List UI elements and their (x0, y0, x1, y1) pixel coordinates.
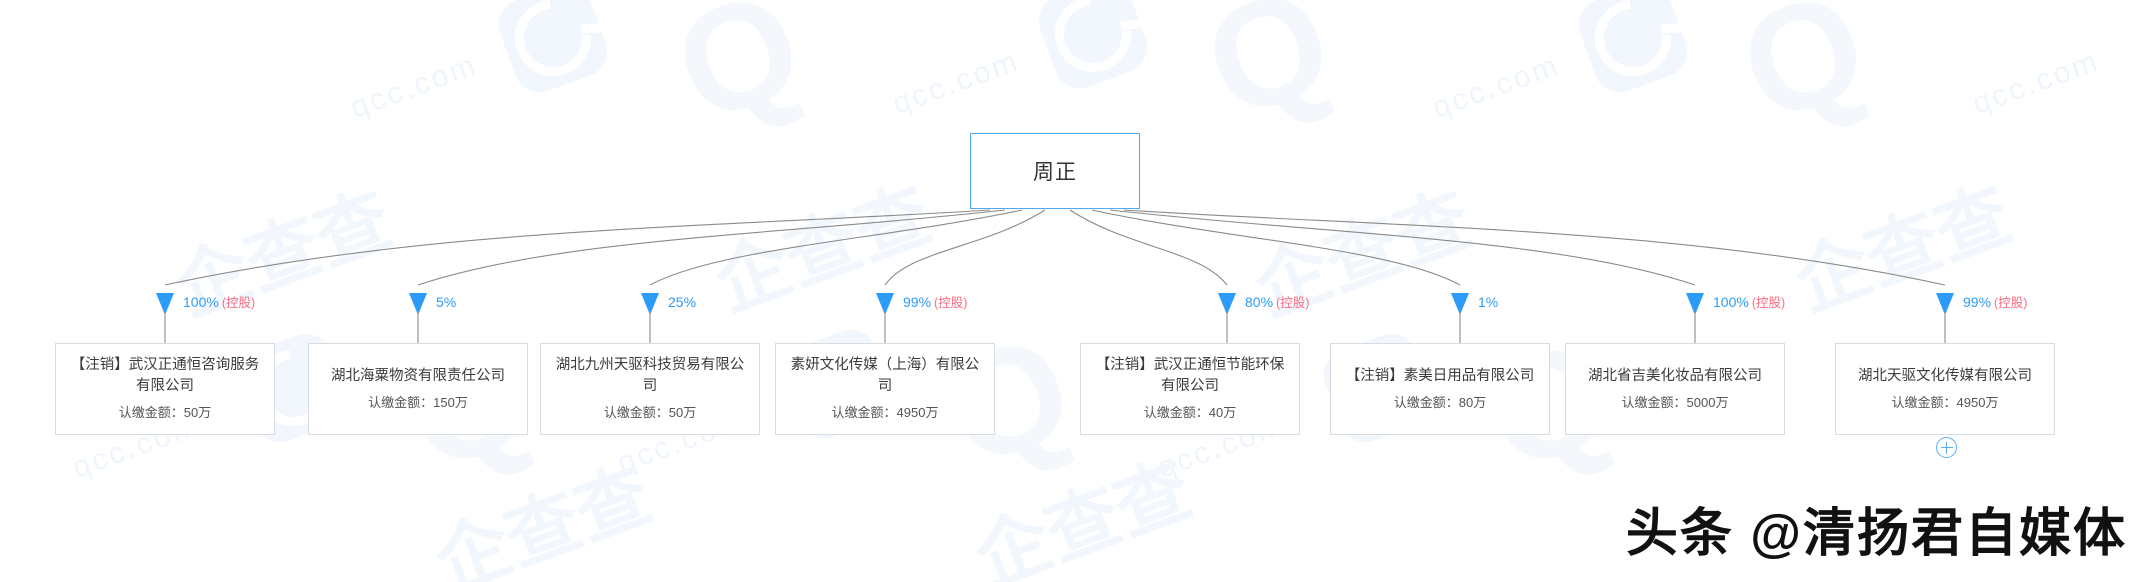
company-node-1[interactable]: 【注销】武汉正通恒咨询服务有限公司 认缴金额：50万 (55, 343, 275, 435)
edge-to-child-1 (164, 209, 991, 286)
edge-to-child-3 (649, 209, 1023, 286)
watermark-q-glyph: Q (654, 0, 822, 155)
percent-value: 100% (1713, 294, 1749, 310)
edge-percent-label-7: 100%(控股) (1713, 293, 1785, 312)
company-node-4[interactable]: 素妍文化传媒（上海）有限公司 认缴金额：4950万 (775, 343, 995, 435)
edge-to-child-4 (884, 209, 1046, 286)
edge-percent-label-4: 99%(控股) (903, 293, 967, 312)
root-node-label: 周正 (1033, 161, 1077, 184)
arrowhead-icon (156, 293, 174, 315)
watermark-site-text: qcc.com (1428, 48, 1565, 125)
edge-percent-label-5: 80%(控股) (1245, 293, 1309, 312)
edge-percent-label-1: 100%(控股) (183, 293, 255, 312)
qcc-logo-icon (1571, 0, 1695, 100)
company-name: 湖北天驱文化传媒有限公司 (1858, 367, 2032, 384)
company-name: 素妍文化传媒（上海）有限公司 (790, 357, 980, 394)
control-tag: (控股) (1751, 296, 1786, 310)
percent-value: 99% (903, 294, 932, 310)
qcc-logo-icon (491, 0, 615, 100)
company-amount: 认缴金额：80万 (1393, 394, 1487, 410)
watermark-site-text: qcc.com (346, 48, 483, 125)
company-name: 湖北省吉美化妆品有限公司 (1588, 367, 1762, 384)
arrowhead-icon (1218, 293, 1236, 315)
edge-percent-label-2: 5% (436, 293, 459, 312)
watermark-cn-glyph: 企查查 (964, 447, 1202, 582)
percent-value: 5% (436, 294, 457, 310)
company-amount: 认缴金额：150万 (368, 394, 468, 410)
percent-value: 99% (1963, 294, 1992, 310)
control-tag: (控股) (1276, 296, 1310, 310)
company-amount: 认缴金额：50万 (603, 405, 697, 420)
company-amount: 认缴金额：4950万 (1891, 394, 1999, 410)
arrowhead-group (156, 293, 1954, 315)
control-tag: (控股) (934, 296, 968, 310)
edge-to-child-8 (1123, 209, 1946, 286)
edge-percent-label-8: 99%(控股) (1963, 293, 2027, 312)
arrowhead-icon (1451, 293, 1469, 315)
company-node-2[interactable]: 湖北海粟物资有限责任公司 认缴金额：150万 (308, 343, 528, 435)
company-name: 【注销】素美日用品有限公司 (1345, 367, 1535, 384)
company-name: 【注销】武汉正通恒节能环保有限公司 (1095, 357, 1285, 394)
arrowhead-icon (641, 293, 659, 315)
edge-percent-label-6: 1% (1478, 293, 1501, 312)
qcc-logo-icon (1031, 0, 1155, 96)
company-node-8[interactable]: 湖北天驱文化传媒有限公司 认缴金额：4950万 (1835, 343, 2055, 435)
edge-percent-label-3: 25% (668, 293, 699, 312)
watermark-q-glyph: Q (1719, 0, 1887, 155)
company-amount: 认缴金额：4950万 (831, 405, 939, 420)
control-tag: (控股) (1994, 296, 2028, 310)
plus-icon[interactable] (1936, 437, 1957, 458)
percent-value: 25% (668, 294, 697, 310)
company-node-3[interactable]: 湖北九州天驱科技贸易有限公司 认缴金额：50万 (540, 343, 760, 435)
company-amount: 认缴金额：50万 (118, 405, 212, 420)
watermark-cn-glyph: 企查查 (424, 452, 662, 582)
root-node-person[interactable]: 周正 (970, 133, 1140, 209)
edge-to-child-2 (417, 209, 1006, 286)
stem-group (164, 312, 1946, 343)
edge-to-child-7 (1109, 209, 1696, 286)
company-node-5[interactable]: 【注销】武汉正通恒节能环保有限公司 认缴金额：40万 (1080, 343, 1300, 435)
company-node-7[interactable]: 湖北省吉美化妆品有限公司 认缴金额：5000万 (1565, 343, 1785, 435)
company-node-6[interactable]: 【注销】素美日用品有限公司 认缴金额：80万 (1330, 343, 1550, 435)
edge-to-child-6 (1091, 209, 1461, 286)
channel-watermark: 头条 @清扬君自媒体 (1625, 505, 2127, 563)
arrowhead-icon (1936, 293, 1954, 315)
company-amount: 认缴金额：5000万 (1621, 394, 1729, 410)
edge-to-child-5 (1069, 209, 1228, 286)
watermark-site-text: qcc.com (888, 44, 1025, 121)
arrowhead-icon (876, 293, 894, 315)
company-name: 湖北海粟物资有限责任公司 (331, 367, 505, 384)
company-name: 【注销】武汉正通恒咨询服务有限公司 (70, 357, 260, 394)
percent-value: 100% (183, 294, 219, 310)
watermark-site-text: qcc.com (1968, 44, 2105, 121)
company-name: 湖北九州天驱科技贸易有限公司 (555, 357, 745, 394)
percent-value: 80% (1245, 294, 1274, 310)
arrowhead-icon (1686, 293, 1704, 315)
arrowhead-icon (409, 293, 427, 315)
control-tag: (控股) (221, 296, 256, 310)
company-amount: 认缴金额：40万 (1143, 405, 1237, 420)
percent-value: 1% (1478, 294, 1499, 310)
watermark-q-glyph: Q (1184, 0, 1352, 151)
